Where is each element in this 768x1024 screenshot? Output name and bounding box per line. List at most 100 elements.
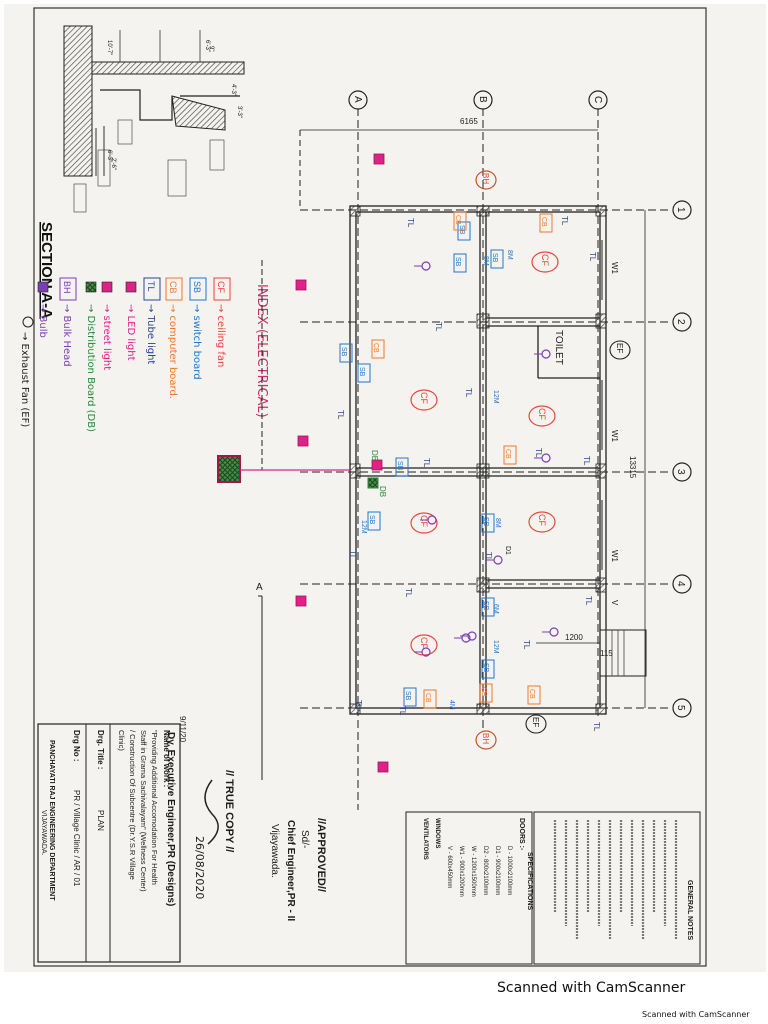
approval-block: //APPROVED//Sd/-Chief Engineer,PR - IIVi…	[165, 716, 327, 921]
exhaust-fan-label: EF	[531, 717, 540, 727]
socket-rating: 12M	[492, 390, 499, 404]
legend-item: → Bulk Head	[61, 304, 72, 367]
spec-line: D - 1000x2100mm	[506, 846, 512, 895]
led-light	[373, 153, 385, 165]
name-of-work: / Construction Of Subcentre (Dr.Y.S.R Vi…	[128, 730, 137, 880]
window-label: W1	[610, 430, 619, 443]
grid-bubble-c	[588, 90, 608, 110]
legend-symbol	[189, 277, 207, 301]
legend-swatch	[37, 281, 49, 293]
spec-windows: WINDOWS	[434, 818, 440, 848]
grid-label-2: 2	[675, 319, 686, 325]
led-light	[295, 279, 307, 291]
spec-doors: DOORS :-	[518, 818, 525, 851]
switch-board-label: SB	[482, 663, 489, 673]
legend-symbol	[213, 277, 231, 301]
chief-engineer: Chief Engineer,PR - II	[285, 820, 296, 921]
switch-board-label: SB	[482, 517, 489, 527]
ceiling-fan-label: CF	[419, 637, 429, 649]
computer-board-label: CB	[480, 687, 487, 697]
socket-rating: 6M	[492, 604, 499, 614]
bulk-head-label: BH	[481, 733, 490, 744]
switch-board-label: SB	[454, 257, 461, 267]
grid-label-5: 5	[675, 705, 686, 711]
dim-door: 1200	[565, 633, 583, 642]
socket-rating: 12M	[492, 640, 499, 654]
switch-board	[481, 513, 495, 533]
grid-label-3: 3	[675, 469, 686, 475]
grid-bubble-3	[672, 462, 692, 482]
socket-rating: 12M	[360, 520, 367, 534]
bulk-head	[475, 170, 497, 190]
bulk-head-label: BH	[481, 173, 490, 184]
grid-bubble-2	[672, 312, 692, 332]
tube-light: TL	[348, 550, 357, 560]
switch-board	[457, 221, 471, 241]
switch-board	[490, 249, 504, 269]
grid-label-4: 4	[675, 581, 686, 587]
db-label: DB	[370, 450, 379, 461]
tube-light: TL	[398, 706, 407, 716]
tube-light: TL	[434, 322, 443, 332]
legend-symbol	[143, 277, 161, 301]
switch-board	[367, 511, 381, 531]
legend-swatch	[85, 281, 97, 293]
db-label-2: DB	[378, 486, 387, 497]
drawing-no: PR / Village Clinic / AR / 01	[72, 790, 81, 887]
switch-board-label: SB	[491, 253, 498, 263]
legend-symbol-label: CB	[168, 281, 178, 294]
switch-board-label: SB	[368, 515, 375, 525]
section-dim: 6'-3"	[106, 150, 112, 162]
computer-board	[503, 445, 517, 465]
tube-light: TL	[406, 218, 415, 228]
legend-item: → street light	[101, 304, 112, 370]
legend-item: → computer board.	[167, 304, 178, 399]
led-light	[297, 435, 309, 447]
name-of-work-label: Name of work :	[162, 730, 171, 787]
grid-bubble-b	[473, 90, 493, 110]
section-dim: 10'-7"	[106, 40, 112, 55]
legend-swatch	[125, 281, 137, 293]
legend-symbol-label: SB	[192, 281, 202, 293]
section-dim: 6'-3"	[204, 40, 210, 52]
tube-light: TL	[484, 552, 493, 562]
grid-label-b: B	[477, 96, 488, 103]
legend-symbol-label: CF	[216, 281, 226, 293]
tube-light: TL	[422, 458, 431, 468]
ceiling-fan-label: CF	[537, 514, 547, 526]
socket-rating: 8M	[494, 518, 501, 528]
true-copy: // TRUE COPY //	[223, 770, 235, 852]
department-city: VIJAYAWADA.	[40, 810, 47, 856]
ceiling-fan	[528, 511, 556, 533]
switch-board	[403, 687, 417, 707]
window-label: W1	[610, 262, 619, 275]
socket-rating: 8M	[506, 250, 513, 260]
legend-item: → Tube light	[145, 304, 156, 364]
tube-light: TL	[592, 722, 601, 732]
grid-label-1: 1	[675, 207, 686, 213]
computer-board	[453, 211, 467, 231]
tube-light: TL	[534, 448, 543, 458]
bulk-head	[475, 730, 497, 750]
computer-board-label: CB	[372, 343, 379, 353]
spec-line: D2 - 800x2100mm	[482, 846, 488, 895]
legend-item: → switch board	[191, 304, 202, 380]
legend-symbol	[165, 277, 183, 301]
toilet-label: TOILET	[553, 330, 564, 365]
section-dim: 3'-3"	[236, 106, 242, 118]
ceiling-fan-label: CF	[537, 408, 547, 420]
section-dim: 2'-6"	[110, 158, 116, 170]
computer-board	[479, 683, 493, 703]
legend-item: → Distribution Board (DB)	[85, 304, 96, 432]
tube-light: TL	[464, 388, 473, 398]
section-a-a: 10'-7"6'-3"6'-3"4'-3"3'-3"2'-6"9" SECTIO…	[38, 25, 245, 319]
name-of-work: Clinic)	[117, 730, 126, 751]
drawing-title: PLAN	[96, 810, 105, 831]
led-light	[377, 761, 389, 773]
tube-light: TL	[588, 252, 597, 262]
drawing-title-label: Drg. Title :	[96, 730, 105, 769]
grid-bubble-1	[672, 200, 692, 220]
switch-board	[357, 363, 371, 383]
